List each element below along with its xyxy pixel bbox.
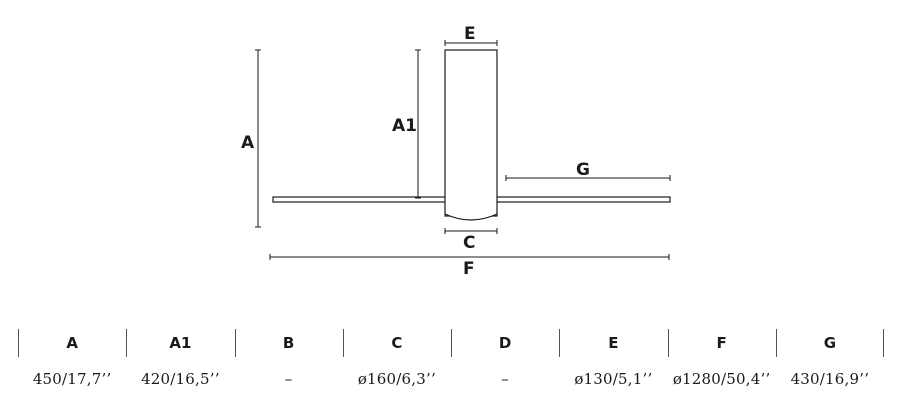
value-cell-a: 450/17,7’’ bbox=[32, 370, 112, 388]
table-header-row: A A1 B C D E F G bbox=[18, 325, 885, 361]
header-cell-d: D bbox=[451, 325, 559, 361]
value-cell-g: 430/16,9’’ bbox=[790, 370, 870, 388]
dimension-e: E bbox=[444, 24, 498, 46]
header-cell-f: F bbox=[667, 325, 776, 361]
header-cell-a1: A1 bbox=[126, 325, 234, 361]
label-c: C bbox=[463, 233, 475, 253]
label-f: F bbox=[463, 259, 475, 279]
table-values-row: 450/17,7’’ 420/16,5’’ – ø160/6,3’’ – ø13… bbox=[18, 361, 884, 397]
value-cell-f: ø1280/50,4’’ bbox=[672, 370, 771, 388]
fan-body-base bbox=[444, 213, 498, 221]
value-cell-e: ø130/5,1’’ bbox=[574, 370, 653, 388]
fan-dimension-diagram: A A1 E G C F bbox=[241, 24, 671, 279]
dimension-a: A bbox=[241, 49, 261, 228]
dimension-c: C bbox=[444, 228, 498, 253]
dimension-g: G bbox=[505, 160, 671, 181]
label-a: A bbox=[241, 133, 255, 153]
header-cell-e: E bbox=[559, 325, 667, 361]
value-cell-b: – bbox=[284, 370, 293, 388]
label-a1: A1 bbox=[392, 116, 417, 136]
value-cell-a1: 420/16,5’’ bbox=[141, 370, 220, 388]
header-cell-a: A bbox=[18, 325, 126, 361]
dimension-table: A A1 B C D E F G 450/17,7’’ 420/16,5’’ –… bbox=[18, 325, 885, 397]
fan-body bbox=[444, 49, 498, 217]
label-g: G bbox=[576, 160, 590, 180]
header-cell-b: B bbox=[234, 325, 343, 361]
value-cell-d: – bbox=[501, 370, 509, 388]
label-e: E bbox=[464, 24, 476, 44]
value-cell-c: ø160/6,3’’ bbox=[357, 370, 436, 388]
header-cell-g: G bbox=[775, 325, 885, 361]
dimension-a1: A1 bbox=[392, 49, 421, 199]
header-cell-c: C bbox=[342, 325, 451, 361]
dimension-f: F bbox=[269, 254, 670, 279]
